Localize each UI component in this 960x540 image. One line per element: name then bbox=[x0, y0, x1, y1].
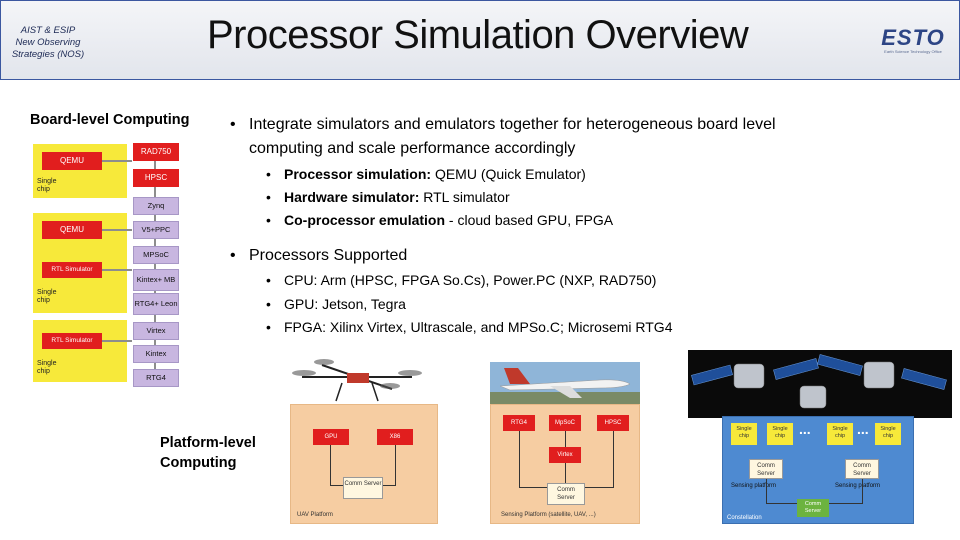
esto-logo: ESTO Earth Science Technology Office bbox=[871, 25, 955, 55]
bullet-dot: • bbox=[230, 247, 236, 264]
mpsoc-box: MPSoC bbox=[133, 246, 179, 264]
connector bbox=[102, 160, 132, 162]
org-text: AIST & ESIP New Observing Strategies (NO… bbox=[5, 25, 91, 61]
sub-bullet-text: FPGA: Xilinx Virtex, Ultrascale, and MPS… bbox=[284, 319, 673, 335]
panel-caption: Constellation bbox=[727, 515, 762, 521]
comm-server-box: Comm Server bbox=[845, 459, 879, 479]
constellation-panel: Single chip Single chip ... Single chip … bbox=[722, 416, 914, 524]
bullet-text: Processors Supported bbox=[249, 247, 408, 264]
v5-ppc-box: V5+PPC bbox=[133, 221, 179, 239]
drone-image bbox=[292, 359, 422, 402]
comm-server-box: Comm Server bbox=[547, 483, 585, 505]
sub-bullet-text: CPU: Arm (HPSC, FPGA So.Cs), Power.PC (N… bbox=[284, 272, 657, 288]
logo-word: ESTO bbox=[881, 25, 945, 50]
satellite-constellation-image bbox=[688, 350, 952, 418]
bullet-dot: • bbox=[230, 116, 236, 133]
rtg4-box: RTG4 bbox=[503, 415, 535, 431]
slide-title: Processor Simulation Overview bbox=[207, 13, 749, 57]
ellipsis: ... bbox=[799, 421, 811, 437]
bullet-text: Integrate simulators and emulators toget… bbox=[249, 116, 776, 133]
sub-bullet-text: GPU: Jetson, Tegra bbox=[284, 296, 406, 312]
connector bbox=[102, 229, 132, 231]
sub-bullet-label: Co-processor emulation bbox=[284, 212, 446, 228]
org-line: Strategies (NOS) bbox=[11, 49, 85, 60]
comm-server-box: Comm Server bbox=[749, 459, 783, 479]
connector bbox=[330, 445, 331, 485]
connector bbox=[395, 445, 396, 485]
sensing-platform-label: Sensing platform bbox=[731, 483, 777, 489]
connector bbox=[565, 463, 566, 483]
sub-bullet-label: Processor simulation: bbox=[284, 166, 435, 182]
aircraft-image bbox=[490, 362, 640, 404]
bullet-dot: • bbox=[266, 319, 271, 335]
zynq-box: Zynq bbox=[133, 197, 179, 215]
qemu-box: QEMU bbox=[42, 152, 102, 170]
connector bbox=[862, 479, 863, 503]
org-line: AIST & ESIP bbox=[20, 25, 76, 36]
bullet-dot: • bbox=[266, 189, 271, 205]
sensing-platform-panel: RTG4 MpSoC HPSC Virtex Comm Server Sensi… bbox=[490, 404, 640, 524]
uav-platform-panel: GPU X86 Comm Server UAV Platform bbox=[290, 404, 438, 524]
bullet-dot: • bbox=[266, 296, 271, 312]
rad750-box: RAD750 bbox=[133, 143, 179, 161]
kintex-box: Kintex bbox=[133, 345, 179, 363]
sub-bullet-text: RTL simulator bbox=[423, 189, 510, 205]
single-chip-box: Single chip bbox=[731, 423, 757, 445]
logo-subtext: Earth Science Technology Office bbox=[884, 49, 942, 54]
single-chip-box: Single chip bbox=[875, 423, 901, 445]
bullet-dot: • bbox=[266, 212, 271, 228]
bullet-text: computing and scale performance accordin… bbox=[249, 140, 576, 157]
virtex-box: Virtex bbox=[133, 322, 179, 340]
panel-caption: UAV Platform bbox=[297, 512, 333, 518]
rtl-simulator-box: RTL Simulator bbox=[42, 333, 102, 349]
sub-bullet-label: Hardware simulator: bbox=[284, 189, 424, 205]
platform-level-heading: Platform-level Computing bbox=[160, 435, 256, 471]
mpsoc-box: MpSoC bbox=[549, 415, 581, 431]
kintex-mb-box: Kintex+ MB bbox=[133, 269, 179, 291]
rtl-simulator-box: RTL Simulator bbox=[42, 262, 102, 278]
bullet-dot: • bbox=[266, 166, 271, 182]
connector bbox=[766, 479, 767, 503]
panel-caption: Sensing Platform (satellite, UAV, ...) bbox=[501, 512, 596, 518]
connector bbox=[102, 340, 132, 342]
single-chip-label: Single chip bbox=[37, 360, 57, 375]
comm-server-box: Comm Server bbox=[343, 477, 383, 499]
x86-box: X86 bbox=[377, 429, 413, 445]
connector bbox=[613, 431, 614, 487]
sub-bullet-text: QEMU (Quick Emulator) bbox=[434, 166, 586, 182]
sensing-platform-label: Sensing platform bbox=[835, 483, 881, 489]
single-chip-label: Single chip bbox=[37, 289, 57, 304]
qemu-box: QEMU bbox=[42, 221, 102, 239]
virtex-box: Virtex bbox=[549, 447, 581, 463]
single-chip-box: Single chip bbox=[827, 423, 853, 445]
header-banner: AIST & ESIP New Observing Strategies (NO… bbox=[0, 0, 960, 80]
hpsc-box: HPSC bbox=[133, 169, 179, 187]
bullet-dot: • bbox=[266, 272, 271, 288]
connector bbox=[565, 431, 566, 447]
comm-server-box: Comm Server bbox=[797, 499, 829, 517]
connector bbox=[519, 431, 520, 487]
rtg4-leon-box: RTG4+ Leon bbox=[133, 293, 179, 315]
rtg4-box: RTG4 bbox=[133, 369, 179, 387]
org-line: New Observing bbox=[15, 37, 81, 48]
ellipsis: ... bbox=[857, 421, 869, 437]
board-level-heading: Board-level Computing bbox=[30, 112, 190, 128]
connector bbox=[102, 269, 132, 271]
sub-bullet-text: - cloud based GPU, FPGA bbox=[445, 212, 614, 228]
single-chip-block bbox=[33, 320, 127, 382]
single-chip-box: Single chip bbox=[767, 423, 793, 445]
hpsc-box: HPSC bbox=[597, 415, 629, 431]
gpu-box: GPU bbox=[313, 429, 349, 445]
single-chip-label: Single chip bbox=[37, 178, 57, 193]
